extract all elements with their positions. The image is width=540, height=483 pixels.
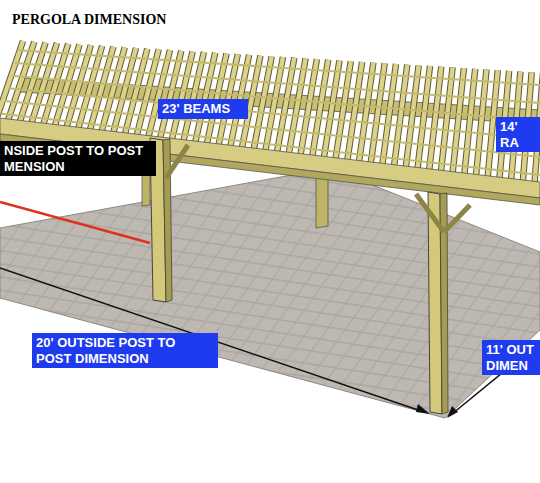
purlin [18,50,540,85]
arrow-head [447,406,458,418]
diagram-title: PERGOLA DIMENSION [12,12,166,28]
arrow-head [416,404,430,414]
purlin [15,63,540,103]
length-dimension-line [0,268,424,412]
front-beam [0,118,540,198]
label-text: 11' OUT DIMEN [486,342,536,373]
knee-brace [416,194,444,232]
label-text: 23' BEAMS [162,101,244,117]
knee-brace [166,145,188,178]
width-dimension-label: 11' OUT DIMEN [482,340,540,375]
label-text: NSIDE POST TO POST MENSION [4,143,152,174]
inside-dimension-label: NSIDE POST TO POST MENSION [0,141,156,176]
inside-dimension-line [0,202,150,243]
label-text: 14' RA [500,119,536,150]
width-dimension-line [452,342,540,414]
rafter [475,70,486,184]
front-beam-lower [0,134,540,205]
length-dimension-label: 20' OUTSIDE POST TO POST DIMENSION [32,333,218,368]
rafter [464,69,476,182]
front-left-post-side [163,139,172,302]
rafter [452,68,464,180]
rafter [475,70,486,184]
beam-label: 23' BEAMS [158,99,248,119]
rafter [464,69,476,182]
rafter [452,68,464,180]
paver-floor [0,168,540,418]
knee-brace [444,205,470,232]
rafter-label: 14' RA [496,117,540,152]
label-text: 20' OUTSIDE POST TO POST DIMENSION [36,335,214,366]
